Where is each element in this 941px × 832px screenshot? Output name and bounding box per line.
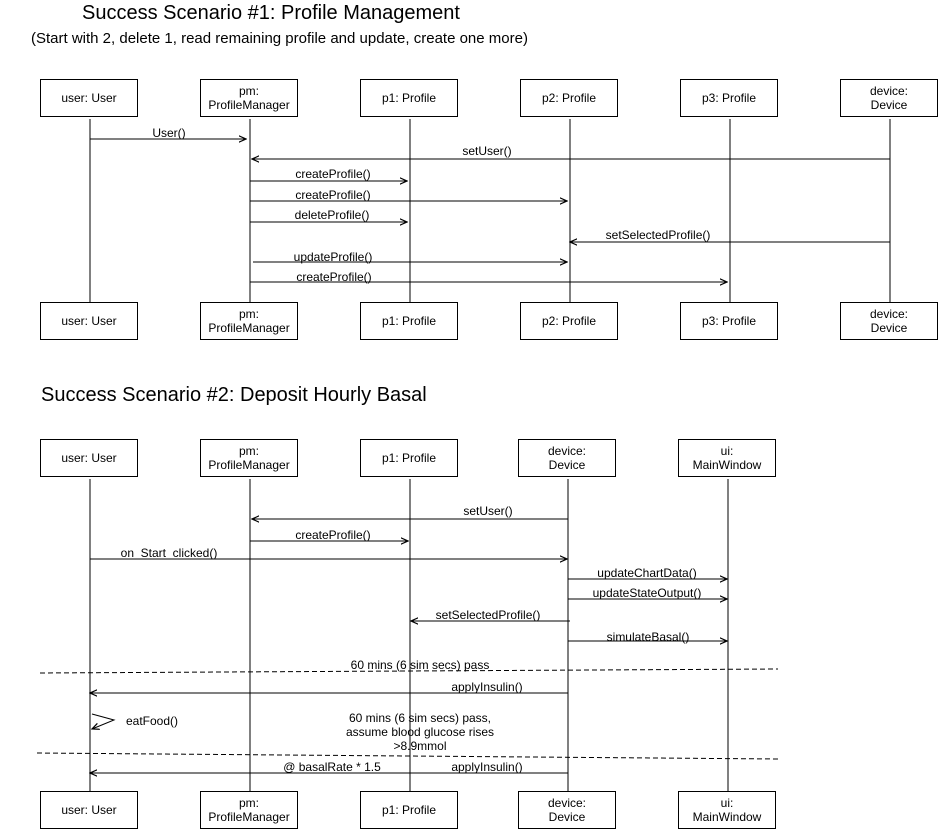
message-label: setSelectedProfile() bbox=[605, 228, 711, 242]
scenario1-lifelines bbox=[89, 119, 891, 302]
message-label: updateStateOutput() bbox=[592, 586, 702, 600]
participant-box-pm: pm:ProfileManager bbox=[200, 302, 298, 340]
scenario2-title: Success Scenario #2: Deposit Hourly Basa… bbox=[41, 384, 427, 406]
participant-box-user: user: User bbox=[40, 79, 138, 117]
participant-box-pm: pm:ProfileManager bbox=[200, 79, 298, 117]
message-label: setUser() bbox=[463, 504, 513, 518]
participant-box-p3: p3: Profile bbox=[680, 302, 778, 340]
participant-box-user: user: User bbox=[40, 439, 138, 477]
participant-box-p2: p2: Profile bbox=[520, 79, 618, 117]
participant-box-p1: p1: Profile bbox=[360, 791, 458, 829]
scenario1-title: Success Scenario #1: Profile Management bbox=[82, 2, 460, 24]
participant-box-p1: p1: Profile bbox=[360, 79, 458, 117]
participant-box-p3: p3: Profile bbox=[680, 79, 778, 117]
separator-label: 60 mins (6 sim secs) pass bbox=[350, 658, 490, 672]
participant-box-pm: pm:ProfileManager bbox=[200, 439, 298, 477]
separator-line bbox=[39, 668, 779, 674]
self-message-arrow bbox=[92, 713, 116, 729]
participant-box-p1: p1: Profile bbox=[360, 302, 458, 340]
participant-box-ui: ui:MainWindow bbox=[678, 791, 776, 829]
message-label: applyInsulin() bbox=[451, 680, 523, 694]
separator-line bbox=[36, 752, 779, 760]
message-label: updateChartData() bbox=[597, 566, 697, 580]
message-label: setSelectedProfile() bbox=[435, 608, 541, 622]
participant-box-user: user: User bbox=[40, 302, 138, 340]
scenario2-messages bbox=[90, 519, 727, 773]
message-label: User() bbox=[152, 126, 186, 140]
message-label: on_Start_clicked() bbox=[120, 546, 218, 560]
participant-box-user: user: User bbox=[40, 791, 138, 829]
message-label: createProfile() bbox=[295, 188, 371, 202]
separators bbox=[36, 668, 779, 760]
message-label: createProfile() bbox=[296, 270, 372, 284]
scenario1-subtitle: (Start with 2, delete 1, read remaining … bbox=[31, 30, 528, 47]
message-label: updateProfile() bbox=[293, 250, 373, 264]
participant-box-p2: p2: Profile bbox=[520, 302, 618, 340]
participant-box-pm: pm:ProfileManager bbox=[200, 791, 298, 829]
message-label: createProfile() bbox=[295, 167, 371, 181]
participant-box-device: device:Device bbox=[518, 439, 616, 477]
message-label: applyInsulin() bbox=[451, 760, 523, 774]
message-label: createProfile() bbox=[295, 528, 371, 542]
participant-box-device: device:Device bbox=[518, 791, 616, 829]
participant-box-ui: ui:MainWindow bbox=[678, 439, 776, 477]
message-label: setUser() bbox=[462, 144, 512, 158]
participant-box-device: device:Device bbox=[840, 302, 938, 340]
message-label: simulateBasal() bbox=[606, 630, 690, 644]
scenario2-lifelines bbox=[89, 479, 729, 791]
participant-box-device: device:Device bbox=[840, 79, 938, 117]
participant-box-p1: p1: Profile bbox=[360, 439, 458, 477]
self-message-label: eatFood() bbox=[125, 714, 179, 728]
scenario1-messages bbox=[90, 139, 890, 282]
separator-note: 60 mins (6 sim secs) pass, assume blood … bbox=[345, 711, 495, 753]
message-annotation: @ basalRate * 1.5 bbox=[283, 760, 381, 774]
message-label: deleteProfile() bbox=[294, 208, 370, 222]
